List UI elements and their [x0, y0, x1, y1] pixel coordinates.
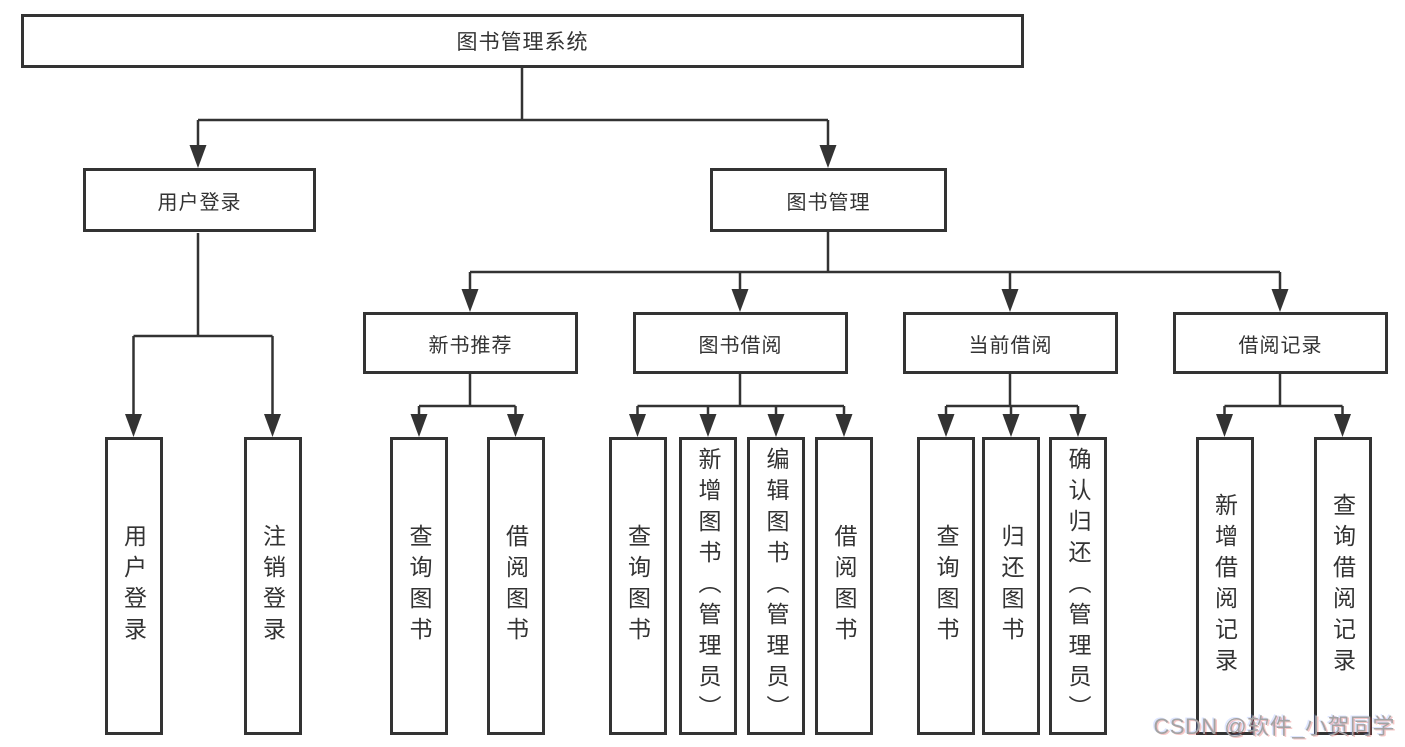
node-root: 图书管理系统 [21, 14, 1024, 68]
leaf-query-borrow-record: 查询借阅记录 [1313, 437, 1372, 735]
node-new-book-recommend: 新书推荐 [363, 312, 578, 374]
leaf-edit-book-admin: 编辑图书（管理员） [747, 437, 805, 735]
leaf-add-book-admin: 新增图书（管理员） [679, 437, 737, 735]
node-book-borrow: 图书借阅 [633, 312, 848, 374]
leaf-user-login: 用户登录 [104, 437, 163, 735]
leaf-add-borrow-record: 新增借阅记录 [1195, 437, 1254, 735]
node-current-borrow: 当前借阅 [903, 312, 1118, 374]
leaf-query-books-borrow: 查询图书 [608, 437, 667, 735]
leaf-logout: 注销登录 [243, 437, 302, 735]
node-book-management: 图书管理 [710, 168, 947, 232]
leaf-return-book: 归还图书 [982, 437, 1040, 735]
leaf-borrow-books: 借阅图书 [815, 437, 873, 735]
leaf-query-books-recommend: 查询图书 [390, 437, 448, 735]
node-user-login: 用户登录 [83, 168, 316, 232]
leaf-query-books-current: 查询图书 [917, 437, 975, 735]
leaf-confirm-return-admin: 确认归还（管理员） [1049, 437, 1107, 735]
node-borrow-records: 借阅记录 [1173, 312, 1388, 374]
leaf-borrow-books-recommend: 借阅图书 [486, 437, 545, 735]
